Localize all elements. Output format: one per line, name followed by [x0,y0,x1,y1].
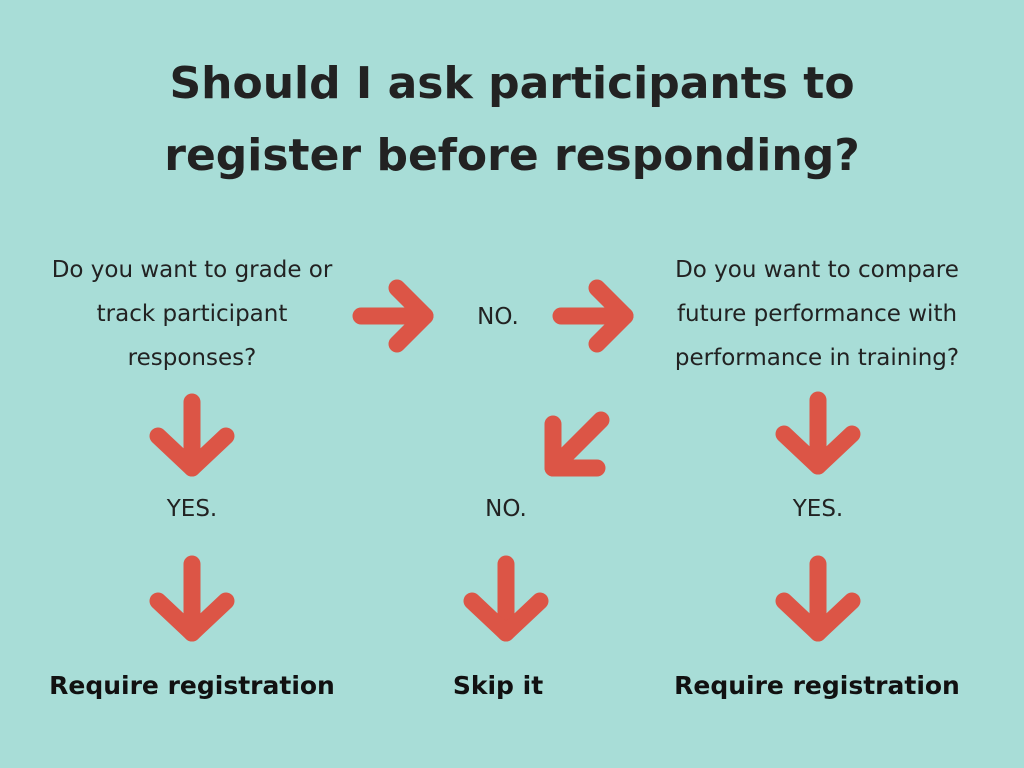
down-arrow-icon [775,555,861,642]
down-arrow-icon [149,393,235,477]
question-left-line-3: responses? [127,345,257,371]
question-right-line-2: future performance with [676,301,958,327]
outcome-require-registration-right: Require registration [674,671,960,700]
right-arrow-icon [352,279,434,353]
question-left-line-1: Do you want to grade or [51,257,333,283]
answer-no-second: NO. [485,496,527,522]
question-right-line-1: Do you want to compare [675,257,959,283]
right-arrow-icon [552,279,634,353]
diagram-title: Should I ask participants to register be… [0,48,1024,192]
question-compare-performance: Do you want to compare future performanc… [632,248,1002,380]
title-line-2: register before responding? [164,130,860,181]
down-left-arrow-icon [544,411,610,477]
answer-yes-right: YES. [792,496,844,522]
outcome-skip-it: Skip it [452,671,544,700]
question-right-line-3: performance in training? [674,345,960,371]
answer-no-first: NO. [477,304,519,330]
outcome-require-registration-left: Require registration [49,671,335,700]
down-arrow-icon [775,391,861,475]
question-grade-track: Do you want to grade or track participan… [12,248,372,380]
answer-yes-left: YES. [166,496,218,522]
down-arrow-icon [463,555,549,642]
question-left-line-2: track participant [96,301,288,327]
title-line-1: Should I ask participants to [169,58,855,109]
down-arrow-icon [149,555,235,642]
